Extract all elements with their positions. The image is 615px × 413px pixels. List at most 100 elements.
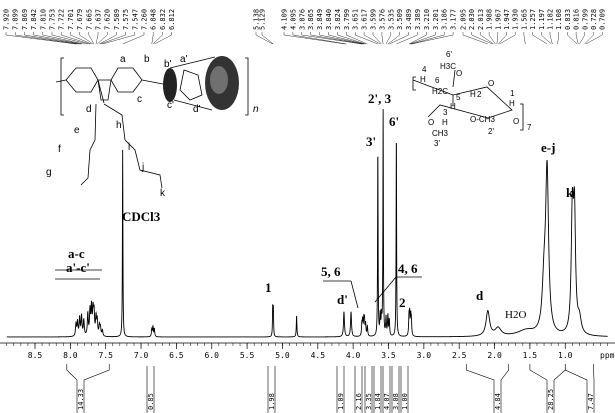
integration-value: 28.25 (547, 389, 555, 410)
peak-list-value: 3.576 (378, 9, 386, 30)
x-tick-label: 5.0 (275, 351, 290, 360)
peak-list-value: 3.799 (343, 9, 351, 30)
atom-label: 3 (443, 108, 448, 117)
leader-line (350, 280, 359, 309)
peak-list-connector (541, 32, 552, 45)
peak-list-value: 0.833 (564, 9, 572, 30)
peak-list-connector (584, 32, 594, 45)
peak-list-value: 5.129 (259, 9, 267, 30)
peak-list-value: 7.620 (104, 9, 112, 30)
x-tick-label: 7.0 (134, 351, 149, 360)
peak-list-value: 7.665 (85, 9, 93, 30)
peak-list-connector (5, 32, 77, 45)
atom-label: 4 (422, 65, 427, 74)
peak-list-connector (567, 32, 578, 45)
atom-label: H (420, 75, 426, 84)
x-tick-label: 1.0 (558, 351, 573, 360)
integration-value: 4.07 (383, 393, 391, 410)
peak-list-connector (585, 32, 603, 45)
x-tick-label: 3.5 (381, 351, 396, 360)
atom-label: 2 (477, 90, 482, 99)
label-cdcl3: CDCl3 (122, 209, 161, 224)
integration-value: 2.16 (355, 393, 363, 410)
atom-label: 1 (510, 89, 515, 98)
atom-label: j (141, 162, 144, 173)
peak-list-connector (496, 32, 498, 45)
peak-list-value: 6.848 (150, 9, 158, 30)
peak-list-connector (532, 32, 548, 45)
peak-list-connector (337, 32, 366, 45)
peak-list-connector (381, 32, 384, 45)
peak-list-value: 7.722 (58, 9, 66, 30)
atom-label: d (86, 104, 92, 115)
x-axis-label: ppm (600, 351, 615, 360)
x-tick-label: 2.5 (452, 351, 467, 360)
peak-list-value: 7.575 (122, 9, 130, 30)
label-peak-1: 1 (265, 280, 272, 295)
peak-list-value: 3.651 (352, 9, 360, 30)
peak-list-connector (355, 32, 378, 45)
atom-label: 5 (456, 93, 461, 102)
label-peak-2: 2 (399, 295, 406, 310)
peak-list-connector (79, 32, 94, 45)
atom-label: H (442, 118, 448, 127)
atom-label: 6 (435, 76, 440, 85)
label-d-prime: d' (337, 292, 348, 307)
peak-list-value: 3.535 (387, 9, 395, 30)
atom-label: O (456, 69, 462, 78)
peak-list-value: 7.679 (76, 9, 84, 30)
label-a-prime-c-prime: a'-c' (66, 260, 90, 275)
peak-list-value: 3.389 (414, 9, 422, 30)
integration-value: 4.84 (494, 393, 502, 410)
peak-annotations: a-c a'-c' CDCl3 1 5, 6 d' 3' 2', 3 6' 4,… (55, 91, 574, 321)
label-peak-k: k (566, 185, 574, 200)
integration-bracket (564, 364, 595, 413)
peak-list-connector (88, 32, 95, 45)
x-tick-label: 6.5 (169, 351, 184, 360)
peak-list-value: 2.095 (460, 9, 468, 30)
peak-list-value: 7.753 (49, 9, 57, 30)
atom-label: e (74, 125, 80, 136)
label-2-prime-3: 2', 3 (368, 91, 392, 106)
leader-line (374, 276, 397, 303)
x-tick-label: 2.0 (487, 351, 502, 360)
peak-list-value: 0.816 (573, 9, 581, 30)
peak-list-connector (410, 32, 445, 45)
peak-list-connector (488, 32, 496, 45)
peak-list-connector (95, 32, 99, 45)
peak-list-connector (575, 32, 579, 45)
label-5-6: 5, 6 (321, 264, 341, 279)
integration-bracket (354, 366, 363, 413)
peak-list-connector (396, 32, 418, 45)
integration-value: 1.00 (401, 393, 409, 410)
peak-list-value: 3.824 (334, 9, 342, 30)
integration-bracket (465, 364, 509, 413)
spectrum-trace (6, 109, 608, 338)
peak-list-value: 2.030 (468, 9, 476, 30)
label-6-prime: 6' (389, 114, 399, 129)
label-4-6: 4, 6 (398, 261, 418, 276)
atom-label: 7 (527, 123, 532, 132)
peak-list-value: 2.013 (477, 9, 485, 30)
peak-list-value: 1.967 (494, 9, 502, 30)
peak-list-value: 3.865 (307, 9, 315, 30)
peak-list-value: 1.197 (538, 9, 546, 30)
peak-list-value: 3.876 (298, 9, 306, 30)
peak-list-connector (99, 32, 117, 45)
atom-label: H (470, 90, 476, 99)
peak-list-connector (122, 32, 145, 45)
integration-value: 7.47 (587, 393, 595, 410)
atom-label: O (488, 79, 494, 88)
peak-list-connector (24, 32, 80, 45)
peak-list-value: 7.260 (141, 9, 149, 30)
label-h2o: H2O (505, 309, 526, 321)
peak-list-connector (255, 32, 273, 45)
atom-label: b (144, 54, 150, 65)
atom-label: n (253, 104, 259, 115)
peak-list-value: 0.728 (590, 9, 598, 30)
peak-list-connector (579, 32, 585, 45)
peak-list-value: 3.840 (325, 9, 333, 30)
peak-list-connector (61, 32, 91, 45)
atom-label: H (450, 102, 456, 111)
x-tick-label: 7.5 (98, 351, 113, 360)
